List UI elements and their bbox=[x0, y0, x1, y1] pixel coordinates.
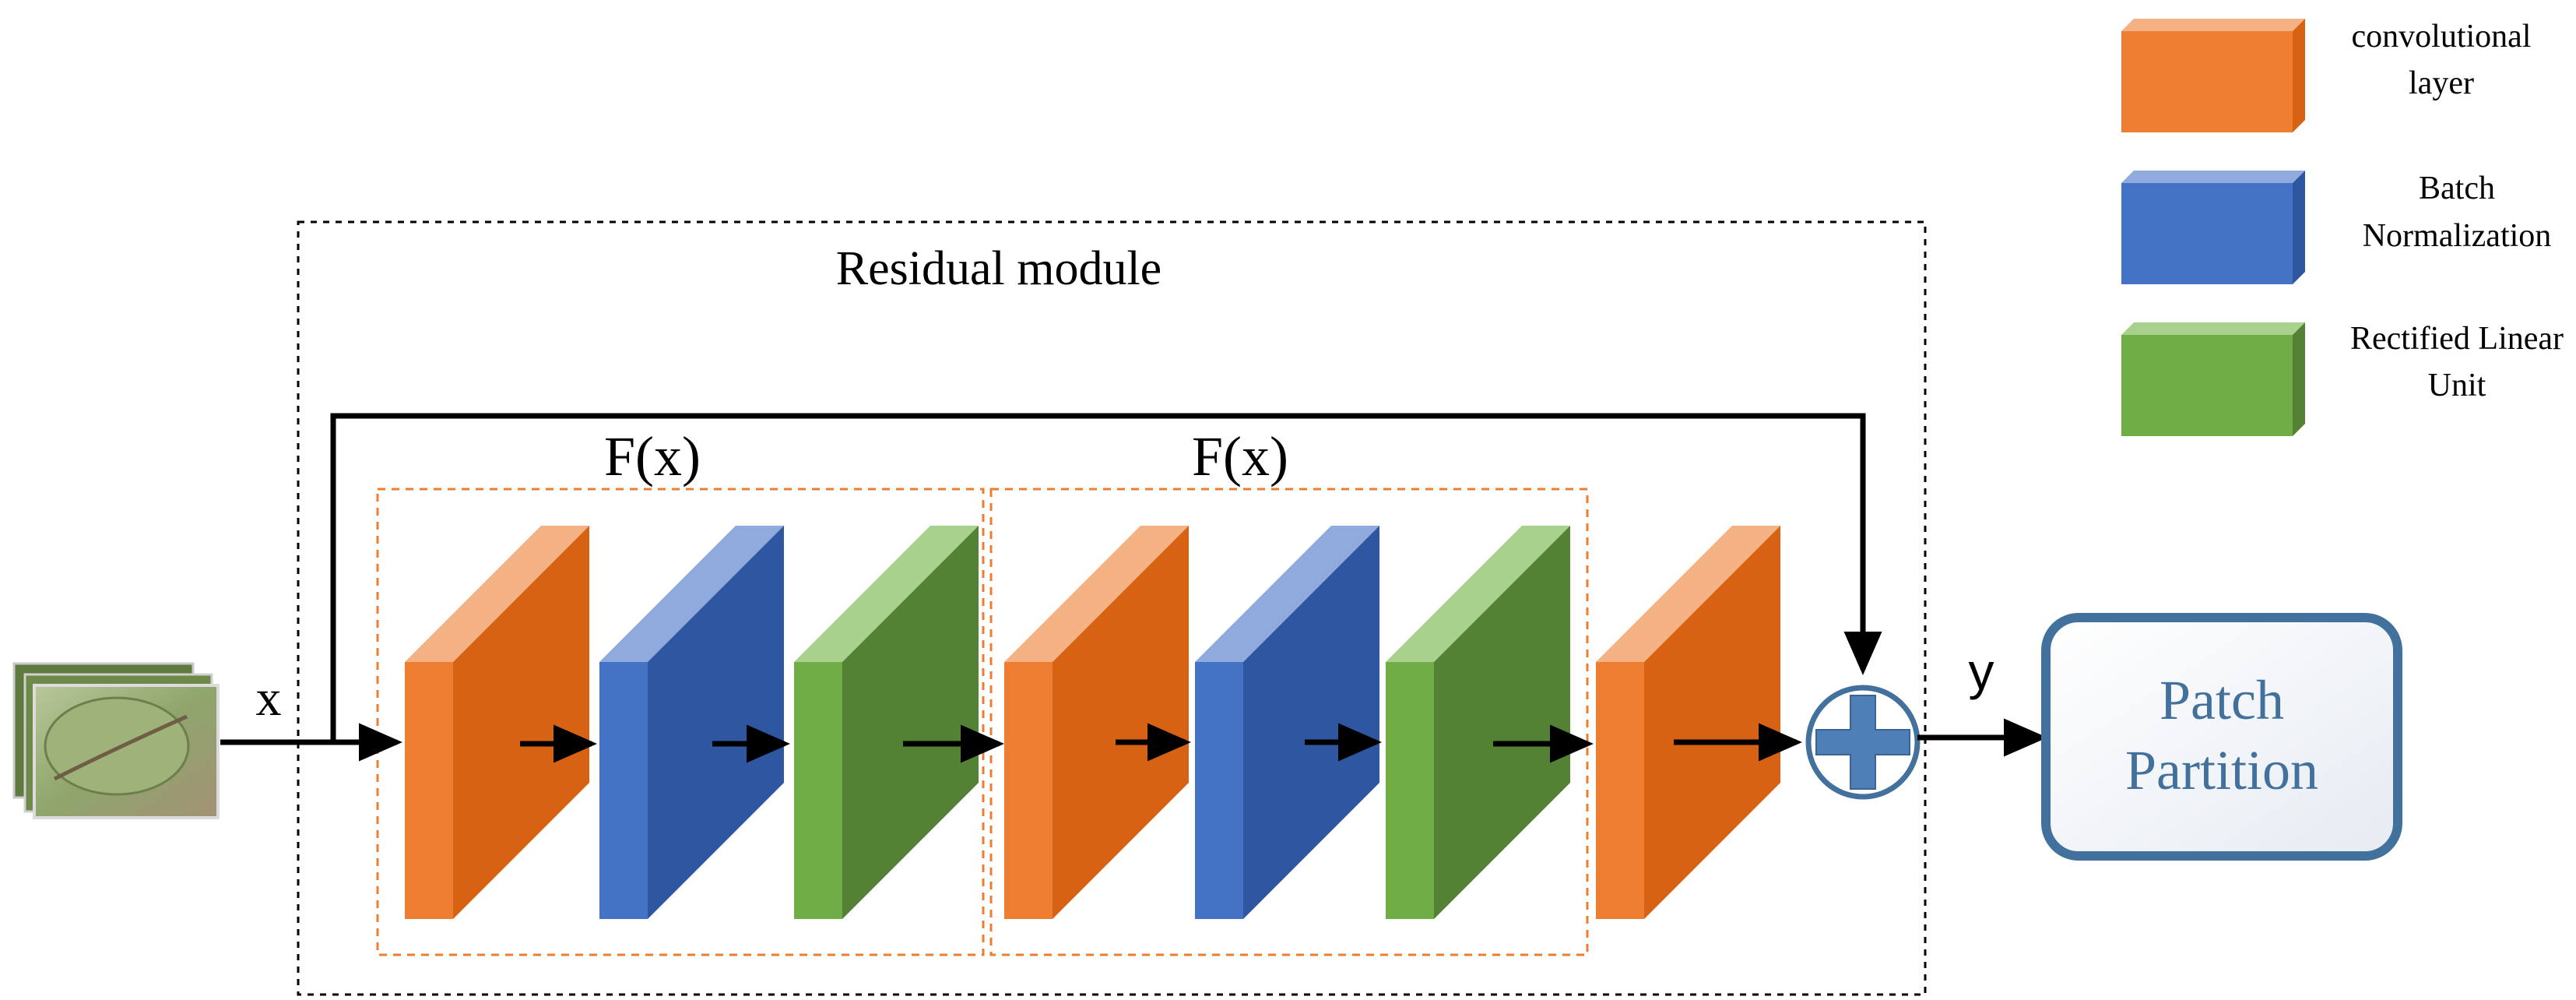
legend-swatch-bn bbox=[2121, 171, 2305, 284]
patch-partition-line1: Patch bbox=[2160, 669, 2284, 731]
plus-icon bbox=[1815, 695, 1910, 790]
conv-slab-front bbox=[405, 662, 453, 919]
patch-partition-line2: Partition bbox=[2125, 739, 2318, 801]
legend-swatch-side bbox=[2293, 171, 2305, 284]
layer-slabs bbox=[405, 526, 1780, 919]
conv-slab-side bbox=[1053, 526, 1189, 919]
bn-slab-front bbox=[599, 662, 648, 919]
leaf-stem bbox=[53, 714, 188, 781]
fx-label-1: F(x) bbox=[604, 425, 701, 488]
fx-block-1-boundary bbox=[376, 488, 985, 956]
legend-swatch-conv bbox=[2121, 19, 2305, 132]
conv-slab-side bbox=[453, 526, 589, 919]
bn-slab-top bbox=[599, 526, 784, 662]
relu-slab-front bbox=[794, 662, 842, 919]
conv-slab-side bbox=[1644, 526, 1780, 919]
bn-layer-slab-2 bbox=[599, 526, 784, 919]
legend-swatch-top bbox=[2121, 19, 2305, 31]
patch-partition-box bbox=[2041, 613, 2402, 861]
bn-slab-front bbox=[1195, 662, 1243, 919]
bn-layer-slab-5 bbox=[1195, 526, 1379, 919]
fx-label-2: F(x) bbox=[1192, 425, 1288, 488]
conv-layer-slab-4 bbox=[1004, 526, 1189, 919]
legend-swatch-side bbox=[2293, 19, 2305, 132]
relu-slab-top bbox=[794, 526, 979, 662]
residual-module-boundary bbox=[297, 220, 1927, 996]
legend-label-bn-line2: Normalization bbox=[2363, 218, 2552, 254]
legend-swatch-side bbox=[2293, 322, 2305, 436]
conv-slab-front bbox=[1004, 662, 1053, 919]
relu-layer-slab-6 bbox=[1386, 526, 1570, 919]
bn-slab-side bbox=[648, 526, 784, 919]
legend-swatch-front bbox=[2121, 183, 2293, 284]
input-image-stack bbox=[12, 662, 220, 819]
leaf-shape bbox=[44, 696, 190, 796]
legend-label-conv-line1: convolutional bbox=[2352, 19, 2532, 55]
relu-layer-slab-3 bbox=[794, 526, 979, 919]
skip-connection-arrow bbox=[330, 413, 1882, 742]
conv-slab-top bbox=[405, 526, 589, 662]
legend-swatch-front bbox=[2121, 335, 2293, 436]
legend-swatch-front bbox=[2121, 31, 2293, 132]
relu-slab-side bbox=[1434, 526, 1570, 919]
relu-slab-top bbox=[1386, 526, 1570, 662]
legend-swatch-top bbox=[2121, 322, 2305, 335]
relu-slab-front bbox=[1386, 662, 1434, 919]
conv-layer-slab-7 bbox=[1596, 526, 1780, 919]
conv-slab-top bbox=[1596, 526, 1780, 662]
legend-swatch-top bbox=[2121, 171, 2305, 183]
adder-plus-icon bbox=[1805, 685, 1921, 800]
fx-block-2-boundary bbox=[989, 488, 1589, 956]
legend-label-relu-line1: Rectified Linear bbox=[2350, 321, 2564, 357]
conv-slab-top bbox=[1004, 526, 1189, 662]
conv-slab-front bbox=[1596, 662, 1644, 919]
legend-swatch-relu bbox=[2121, 322, 2305, 436]
conv-layer-slab-1 bbox=[405, 526, 589, 919]
inter-layer-arrows bbox=[520, 723, 1802, 763]
input-label-x: x bbox=[256, 670, 282, 727]
bn-slab-side bbox=[1243, 526, 1379, 919]
legend: convolutional layer Batch Normalization … bbox=[2121, 19, 2564, 436]
legend-label-bn-line1: Batch bbox=[2419, 171, 2495, 206]
output-label-y: y bbox=[1969, 643, 1994, 700]
residual-module-title: Residual module bbox=[836, 242, 1161, 295]
relu-slab-side bbox=[842, 526, 979, 919]
bn-slab-top bbox=[1195, 526, 1379, 662]
legend-label-conv-line2: layer bbox=[2409, 65, 2474, 101]
legend-label-relu-line2: Unit bbox=[2428, 368, 2486, 403]
